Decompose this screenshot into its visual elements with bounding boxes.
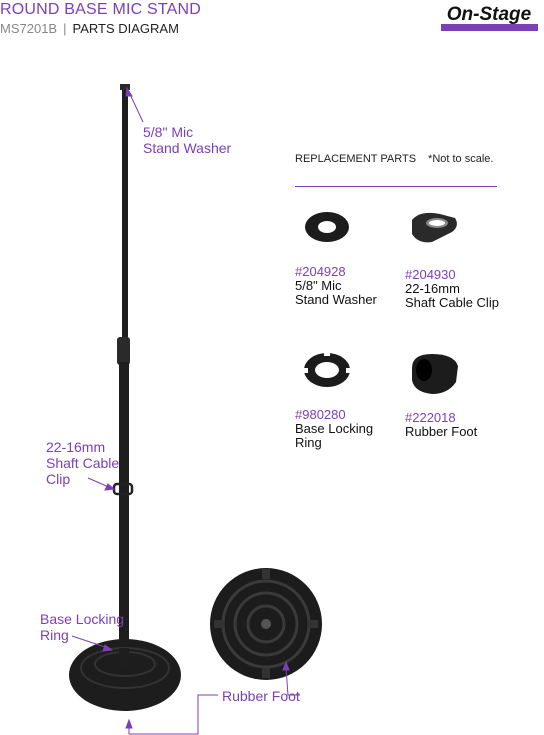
- callout-rubber-foot: Rubber Foot: [222, 688, 300, 704]
- part-card-rubber-foot: #222018 Rubber Foot: [405, 410, 477, 439]
- shaft-tip: [120, 84, 130, 90]
- part-number: #222018: [405, 410, 456, 425]
- arrow-foot-right: [282, 660, 290, 671]
- base-underside: [210, 568, 322, 680]
- scale-note: *Not to scale.: [428, 153, 494, 165]
- rubber-foot-icon: [412, 354, 458, 394]
- leader-washer: [128, 91, 144, 123]
- section-label: PARTS DIAGRAM: [72, 21, 179, 36]
- brand-logo-bar: [441, 24, 538, 31]
- callout-locking-ring: Base Locking Ring: [40, 611, 125, 643]
- part-card-washer: #204928 5/8" Mic Stand Washer: [295, 264, 377, 307]
- part-name: Rubber Foot: [405, 424, 478, 439]
- part-number: #204930: [405, 267, 456, 282]
- callout-washer: 5/8" Mic Stand Washer: [143, 124, 232, 156]
- leader-ring: [71, 635, 109, 649]
- brand-logo-text: On-Stage: [447, 4, 532, 25]
- model-number: MS7201B: [0, 21, 58, 36]
- part-name: 5/8" Mic Stand Washer: [295, 278, 377, 307]
- upper-shaft: [122, 85, 128, 340]
- replacement-parts-title: REPLACEMENT PARTS: [295, 153, 417, 165]
- height-clutch: [117, 337, 130, 365]
- part-name: 22-16mm Shaft Cable Clip: [405, 281, 499, 310]
- leader-foot-left: [128, 694, 218, 735]
- callout-cable-clip: 22-16mm Shaft Cable Clip: [46, 439, 120, 487]
- heading-divider: [295, 186, 497, 187]
- locking-ring-icon: [304, 352, 350, 387]
- lower-shaft: [119, 362, 129, 662]
- arrow-foot-left: [125, 718, 133, 729]
- cable-clip-icon: [412, 212, 457, 243]
- part-card-cable-clip: #204930 22-16mm Shaft Cable Clip: [405, 267, 499, 310]
- part-card-locking-ring: #980280 Base Locking Ring: [295, 407, 373, 450]
- page-title: ROUND BASE MIC STAND: [0, 1, 202, 18]
- washer-icon: [305, 212, 349, 242]
- arrow-washer: [125, 86, 133, 97]
- arrow-ring: [102, 644, 114, 652]
- shaft-base-joint: [119, 648, 129, 666]
- subtitle-separator: |: [63, 21, 67, 36]
- arrow-clip: [104, 483, 116, 491]
- part-name: Base Locking Ring: [295, 421, 374, 450]
- part-number: #980280: [295, 407, 346, 422]
- brand-logo: On-Stage: [441, 4, 538, 31]
- page-subtitle: MS7201B | PARTS DIAGRAM: [0, 21, 179, 36]
- leader-foot-right: [285, 667, 300, 696]
- part-number: #204928: [295, 264, 346, 279]
- replacement-parts-heading: REPLACEMENT PARTS *Not to scale.: [295, 153, 493, 165]
